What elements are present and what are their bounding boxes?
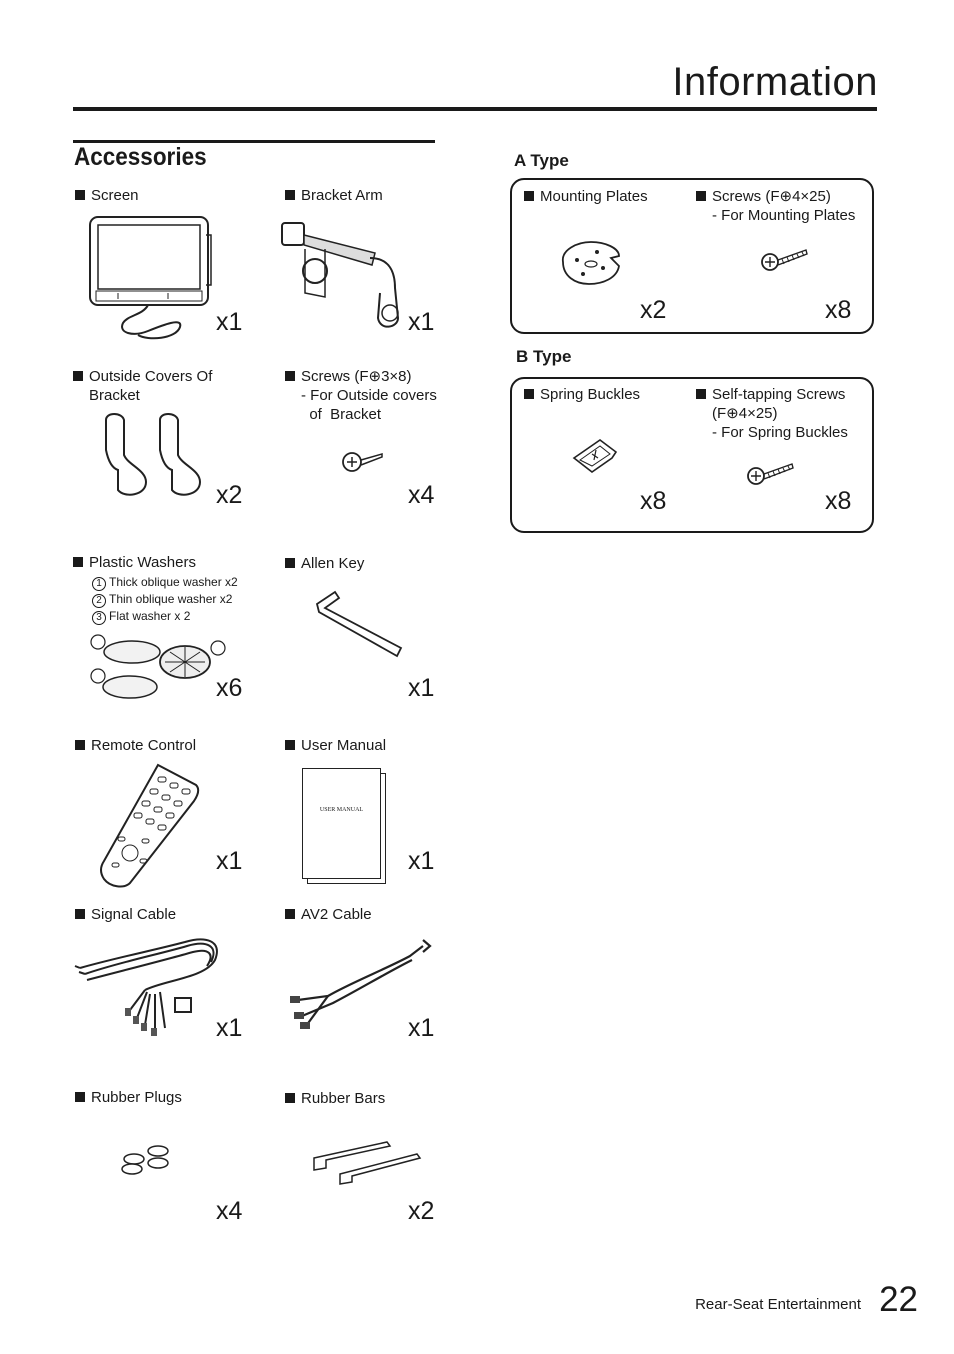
item-mounting-plates-qty: x2 [640,296,667,324]
item-user-manual-qty: x1 [408,847,435,875]
page-number: 22 [879,1280,918,1319]
item-screen-label: Screen [75,186,139,205]
screw-icon [342,452,383,472]
rubber-bars-icon [313,1141,422,1185]
bullet-icon [285,371,295,381]
item-screws-4x25-qty: x8 [825,296,852,324]
item-av2-cable-label: AV2 Cable [285,905,372,924]
item-plastic-washers-label: Plastic Washers [73,553,196,572]
bullet-icon [696,389,706,399]
av2-cable-icon [290,939,432,1029]
spring-buckle-icon [572,439,618,473]
mounting-plate-icon [562,241,620,285]
item-screws-3x8-label-2: - For Outside covers [301,387,437,404]
a-type-heading: A Type [514,151,569,170]
item-allen-key-qty: x1 [408,674,435,702]
item-spring-buckles-qty: x8 [640,487,667,515]
b-type-heading: B Type [516,347,572,366]
bullet-icon [696,191,706,201]
item-outside-covers-label-2: Bracket [89,387,140,404]
footer-product-name: Rear-Seat Entertainment [695,1296,861,1313]
rubber-plugs-icon [121,1145,169,1175]
plastic-washers-icon [90,634,226,699]
item-rubber-plugs-qty: x4 [216,1197,243,1225]
self-tapping-screw-icon [747,463,794,485]
item-outside-covers-qty: x2 [216,481,243,509]
item-spring-buckles-label: Spring Buckles [524,385,640,404]
accessories-rule [73,140,435,143]
user-manual-cover-text: USER MANUAL [319,807,364,813]
allen-key-icon [315,590,403,658]
bullet-icon [524,191,534,201]
item-bracket-arm-label: Bracket Arm [285,186,383,205]
bullet-icon [75,190,85,200]
item-av2-cable-qty: x1 [408,1014,435,1042]
item-mounting-plates-label: Mounting Plates [524,187,648,206]
signal-cable-icon [74,938,218,1036]
bullet-icon [75,1092,85,1102]
user-manual-cover: USER MANUAL [302,768,381,879]
item-signal-cable-label: Signal Cable [75,905,176,924]
item-remote-control-qty: x1 [216,847,243,875]
item-self-tapping-screws-qty: x8 [825,487,852,515]
item-self-tapping-screws-label-2: (F⊕4×25) [712,405,778,422]
screen-icon [89,216,212,340]
bullet-icon [73,371,83,381]
accessories-heading: Accessories [74,143,207,171]
page-title: Information [672,60,878,104]
item-self-tapping-screws-label: Self-tapping Screws [696,385,845,404]
item-screws-3x8-qty: x4 [408,481,435,509]
long-screw-icon [761,249,808,271]
item-rubber-plugs-label: Rubber Plugs [75,1088,182,1107]
bullet-icon [285,1093,295,1103]
bullet-icon [285,740,295,750]
bullet-icon [524,389,534,399]
item-allen-key-label: Allen Key [285,554,364,573]
item-rubber-bars-qty: x2 [408,1197,435,1225]
header-rule [73,107,877,111]
item-remote-control-label: Remote Control [75,736,196,755]
item-self-tapping-screws-label-3: - For Spring Buckles [712,424,848,441]
b-type-box [510,377,874,533]
a-type-box [510,178,874,334]
item-bracket-arm-qty: x1 [408,308,435,336]
item-screen-qty: x1 [216,308,243,336]
item-outside-covers-label: Outside Covers Of [73,367,212,386]
bullet-icon [75,909,85,919]
bullet-icon [73,557,83,567]
bullet-icon [285,909,295,919]
item-user-manual-label: User Manual [285,736,386,755]
remote-control-icon [100,763,200,888]
item-signal-cable-qty: x1 [216,1014,243,1042]
bullet-icon [75,740,85,750]
item-screws-4x25-label-2: - For Mounting Plates [712,207,856,224]
bullet-icon [285,558,295,568]
item-screws-3x8-label-3: of Bracket [301,406,382,423]
outside-covers-icon [105,413,202,496]
item-plastic-washers-qty: x6 [216,674,243,702]
item-rubber-bars-label: Rubber Bars [285,1089,385,1108]
item-screws-4x25-label: Screws (F⊕4×25) [696,187,831,206]
bracket-arm-icon [281,222,400,328]
item-screws-3x8-label: Screws (F⊕3×8) [285,367,412,386]
bullet-icon [285,190,295,200]
